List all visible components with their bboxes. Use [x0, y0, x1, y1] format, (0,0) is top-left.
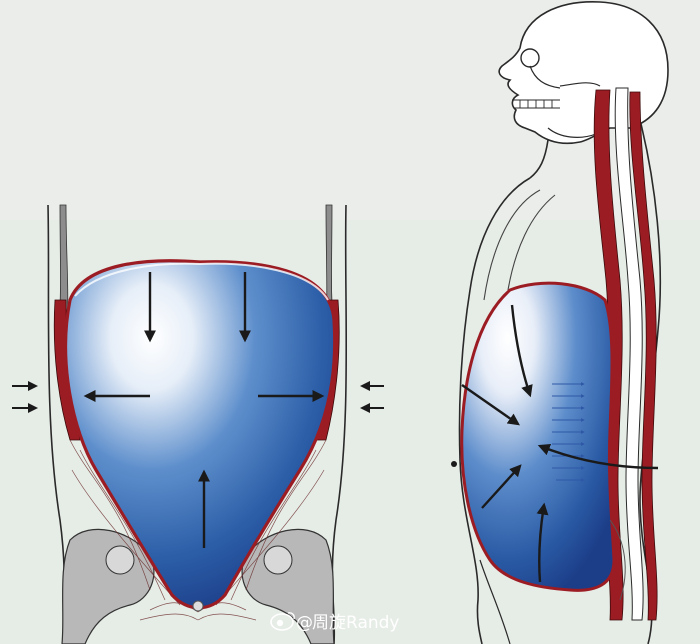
- watermark-at-sign: @: [296, 613, 313, 633]
- front-hip-joint-right: [263, 545, 293, 575]
- arrow-icon: [510, 304, 533, 398]
- side-torso-front-outline: [458, 177, 531, 644]
- watermark-handle: 周旋Randy: [312, 613, 399, 633]
- side-spine-column: [614, 87, 644, 621]
- arrow-icon: [461, 384, 520, 426]
- double-arrow-icon: [360, 381, 384, 413]
- arrow-icon: [537, 443, 659, 470]
- side-neck-front: [529, 139, 549, 179]
- front-abdominal-cavity: [64, 259, 337, 610]
- front-pelvic-floor-center: [192, 600, 204, 612]
- arrow-icon: [536, 502, 549, 583]
- front-pelvic-floor-fibers: [69, 439, 327, 621]
- side-view: [451, 1, 669, 644]
- side-navel: [451, 461, 457, 467]
- side-ribcage-line-inner: [507, 194, 556, 291]
- side-pelvis-outline: [479, 559, 511, 644]
- arrow-icon: [481, 464, 522, 509]
- side-abdominal-cavity: [460, 281, 616, 592]
- front-hip-joint-left: [105, 545, 135, 575]
- side-sacrum-outline: [609, 519, 626, 601]
- side-spine-pressure-arrows: [552, 382, 585, 482]
- double-arrow-icon: [12, 381, 38, 413]
- side-spinal-muscle-back: [629, 91, 658, 621]
- side-ribcage-line: [483, 189, 541, 301]
- weibo-eye-icon: [270, 612, 295, 631]
- front-diaphragm-line: [74, 262, 329, 301]
- front-view: [12, 204, 384, 644]
- watermark: @ 周旋Randy: [270, 612, 399, 633]
